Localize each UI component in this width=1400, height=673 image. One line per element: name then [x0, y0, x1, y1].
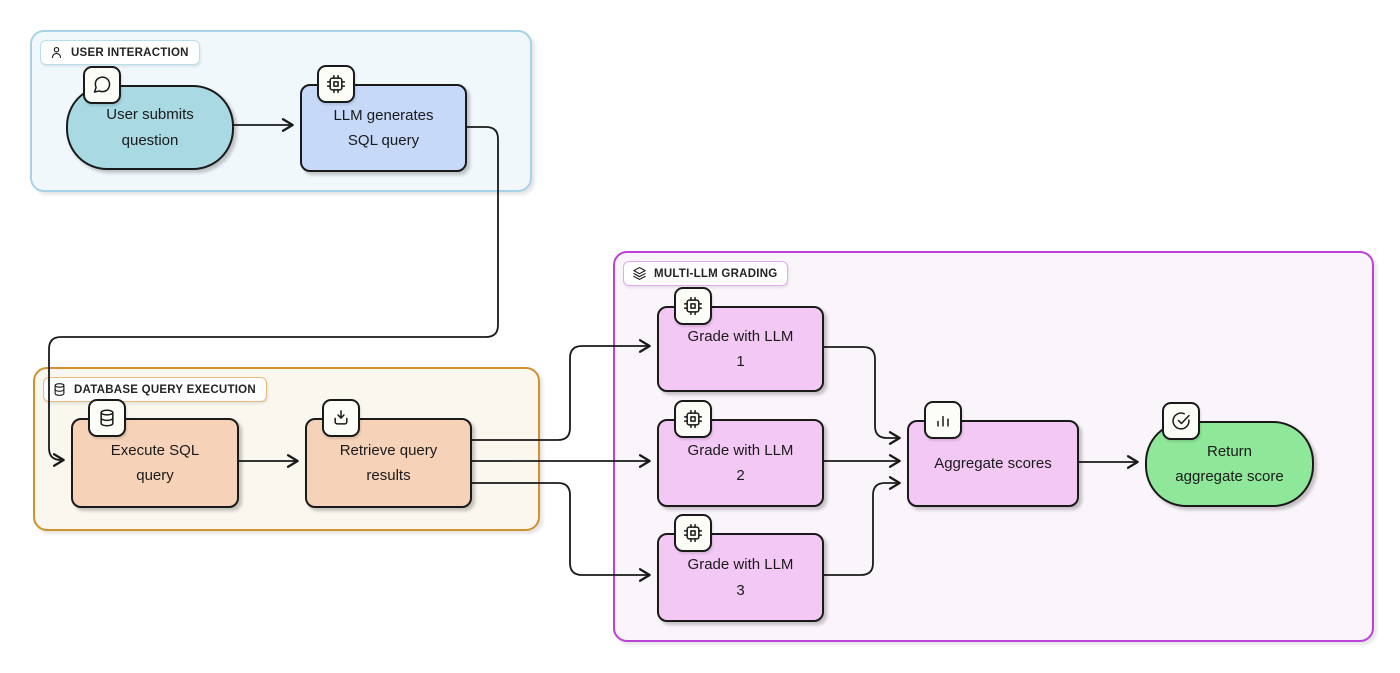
- cpu-icon: [326, 74, 346, 94]
- node-label: LLM generates: [333, 106, 434, 124]
- node-label: Retrieve query: [339, 441, 438, 459]
- node-return-aggregate-score: Return aggregate score: [1145, 402, 1314, 507]
- check-circle-icon: [1172, 412, 1190, 430]
- node-grade-with-llm-2: Grade with LLM 2: [657, 400, 824, 507]
- node-label: question: [121, 131, 179, 149]
- cpu-icon: [683, 409, 703, 429]
- node-badge: [322, 399, 360, 437]
- node-badge: [674, 287, 712, 325]
- database-icon: [100, 409, 114, 427]
- group-user-interaction-label: USER INTERACTION: [40, 40, 200, 65]
- group-multi-llm-grading-label: MULTI-LLM GRADING: [623, 261, 789, 286]
- node-aggregate-scores: Aggregate scores: [907, 401, 1079, 507]
- node-label: 1: [736, 353, 745, 370]
- node-badge: [88, 399, 126, 437]
- node-label: User submits: [106, 106, 194, 123]
- bar-chart-icon: [937, 415, 949, 427]
- chat-bubble-icon: [93, 76, 111, 93]
- node-grade-with-llm-3: Grade with LLM 3: [657, 514, 824, 622]
- node-label: Aggregate scores: [934, 454, 1052, 472]
- node-label: aggregate score: [1175, 468, 1284, 485]
- user-icon: [51, 46, 62, 59]
- node-badge: [1162, 402, 1200, 440]
- group-label-text: MULTI-LLM GRADING: [654, 267, 778, 280]
- node-badge: [924, 401, 962, 439]
- node-badge: [674, 514, 712, 552]
- group-label-text: DATABASE QUERY EXECUTION: [74, 383, 256, 396]
- node-label: Grade with LLM: [687, 556, 794, 573]
- node-badge: [674, 400, 712, 438]
- node-user-submits-question: User submits question: [66, 66, 234, 170]
- download-icon: [334, 410, 348, 425]
- cpu-icon: [683, 296, 703, 316]
- node-label: Grade with LLM: [687, 327, 794, 345]
- node-grade-with-llm-1: Grade with LLM 1: [657, 287, 824, 392]
- node-label: 2: [736, 467, 745, 484]
- node-badge: [317, 65, 355, 103]
- node-execute-sql-query: Execute SQL query: [71, 399, 239, 508]
- node-retrieve-query-results: Retrieve query results: [305, 399, 472, 508]
- node-label: 3: [736, 581, 745, 599]
- node-label: Execute SQL: [110, 441, 200, 459]
- node-label: Return: [1206, 442, 1253, 460]
- cpu-icon: [683, 523, 703, 543]
- database-icon: [54, 383, 65, 396]
- group-database-query-label: DATABASE QUERY EXECUTION: [43, 377, 267, 402]
- node-label: Grade with LLM: [687, 441, 794, 459]
- node-label: SQL query: [347, 132, 420, 149]
- group-label-text: USER INTERACTION: [71, 46, 189, 59]
- node-label: results: [366, 467, 411, 484]
- node-badge: [83, 66, 121, 104]
- node-llm-generates-sql-query: LLM generates SQL query: [300, 65, 467, 172]
- layers-icon: [633, 267, 646, 280]
- node-label: query: [136, 467, 174, 484]
